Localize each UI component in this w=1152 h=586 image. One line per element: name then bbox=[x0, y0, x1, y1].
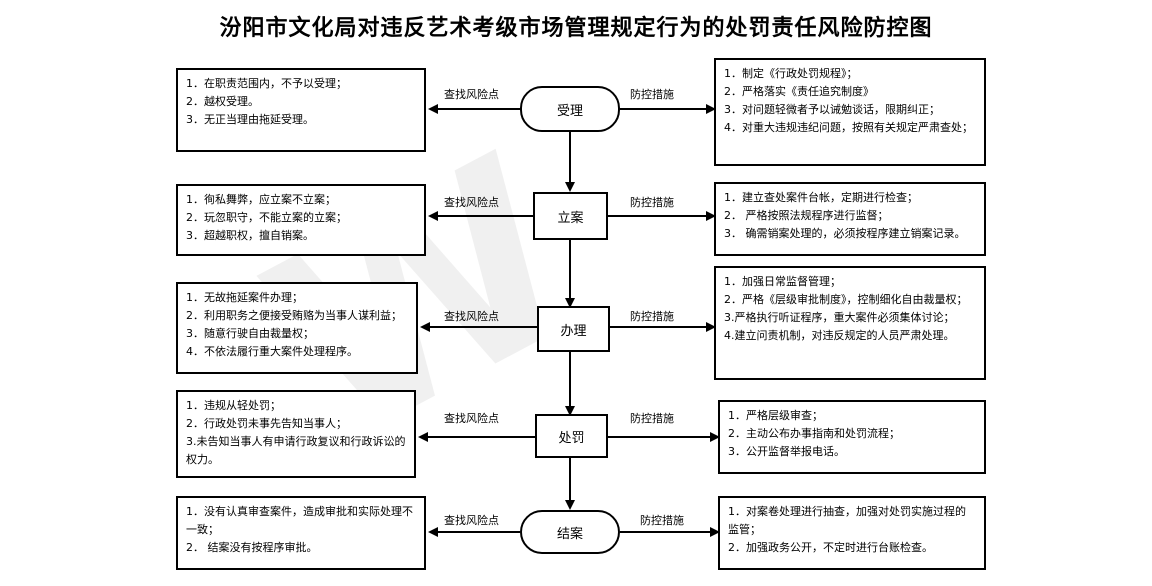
control-box-4: 1．严格层级审查； 2．主动公布办事指南和处罚流程； 3．公开监督举报电话。 bbox=[718, 400, 986, 474]
control-item: 2．加强政务公开，不定时进行台账检查。 bbox=[728, 541, 933, 554]
risk-item: 2．越权受理。 bbox=[186, 95, 259, 108]
risk-item: 1．没有认真审查案件，造成审批和实际处理不一致； bbox=[186, 505, 413, 536]
control-item: 3． 确需销案处理的，必须按程序建立销案记录。 bbox=[724, 227, 966, 240]
control-item: 1．制定《行政处罚规程》； bbox=[724, 67, 858, 80]
risk-box-1: 1．在职责范围内，不予以受理； 2．越权受理。 3．无正当理由拖延受理。 bbox=[176, 68, 426, 152]
risk-box-5: 1．没有认真审查案件，造成审批和实际处理不一致； 2． 结案没有按程序审批。 bbox=[176, 496, 426, 570]
control-item: 2．主动公布办事指南和处罚流程； bbox=[728, 427, 900, 440]
risk-item: 2．行政处罚未事先告知当事人； bbox=[186, 417, 347, 430]
risk-item: 3．无正当理由拖延受理。 bbox=[186, 113, 314, 126]
control-item: 2． 严格按照法规程序进行监督； bbox=[724, 209, 889, 222]
control-box-2: 1．建立查处案件台帐，定期进行检查； 2． 严格按照法规程序进行监督； 3． 确… bbox=[714, 182, 986, 256]
risk-item: 1．违规从轻处罚； bbox=[186, 399, 281, 412]
risk-item: 2． 结案没有按程序审批。 bbox=[186, 541, 318, 554]
control-box-1: 1．制定《行政处罚规程》； 2．严格落实《责任追究制度》 3．对问题轻微者予以诫… bbox=[714, 58, 986, 166]
control-item: 2．严格落实《责任追究制度》 bbox=[724, 85, 874, 98]
control-item: 1．建立查处案件台帐，定期进行检查； bbox=[724, 191, 918, 204]
control-item: 4．对重大违规违纪问题，按照有关规定严肃查处； bbox=[724, 121, 973, 134]
risk-label-2: 查找风险点 bbox=[444, 196, 499, 209]
risk-item: 4．不依法履行重大案件处理程序。 bbox=[186, 345, 358, 358]
risk-label-1: 查找风险点 bbox=[444, 88, 499, 101]
page-title: 汾阳市文化局对违反艺术考级市场管理规定行为的处罚责任风险防控图 bbox=[219, 15, 933, 41]
step-accept: 受理 bbox=[520, 86, 620, 132]
control-label-1: 防控措施 bbox=[630, 88, 674, 101]
risk-item: 2．玩忽职守，不能立案的立案； bbox=[186, 211, 347, 224]
step-penalty: 处罚 bbox=[535, 414, 608, 458]
control-label-4: 防控措施 bbox=[630, 412, 674, 425]
control-box-3: 1．加强日常监督管理； 2．严格《层级审批制度》，控制细化自由裁量权； 3.严格… bbox=[714, 266, 986, 380]
control-item: 3．公开监督举报电话。 bbox=[728, 445, 845, 458]
control-label-3: 防控措施 bbox=[630, 310, 674, 323]
risk-item: 1．无故拖延案件办理； bbox=[186, 291, 303, 304]
risk-box-4: 1．违规从轻处罚； 2．行政处罚未事先告知当事人； 3.未告知当事人有申请行政复… bbox=[176, 390, 416, 478]
control-item: 2．严格《层级审批制度》，控制细化自由裁量权； bbox=[724, 293, 968, 306]
control-label-5: 防控措施 bbox=[640, 514, 684, 527]
step-register: 立案 bbox=[533, 192, 608, 240]
control-item: 1．对案卷处理进行抽查，加强对处罚实施过程的监管； bbox=[728, 505, 966, 536]
step-close: 结案 bbox=[520, 510, 620, 554]
control-item: 4.建立问责机制，对违反规定的人员严肃处理。 bbox=[724, 329, 955, 342]
control-item: 1．严格层级审查； bbox=[728, 409, 823, 422]
risk-item: 2．利用职务之便接受贿赂为当事人谋利益； bbox=[186, 309, 402, 322]
risk-label-5: 查找风险点 bbox=[444, 514, 499, 527]
control-item: 1．加强日常监督管理； bbox=[724, 275, 841, 288]
risk-item: 1．徇私舞弊，应立案不立案； bbox=[186, 193, 336, 206]
risk-item: 1．在职责范围内，不予以受理； bbox=[186, 77, 347, 90]
step-handle: 办理 bbox=[537, 306, 610, 352]
risk-item: 3.未告知当事人有申请行政复议和行政诉讼的权力。 bbox=[186, 435, 406, 466]
risk-label-4: 查找风险点 bbox=[444, 412, 499, 425]
control-item: 3.严格执行听证程序，重大案件必须集体讨论； bbox=[724, 311, 955, 324]
risk-box-2: 1．徇私舞弊，应立案不立案； 2．玩忽职守，不能立案的立案； 3．超越职权，擅自… bbox=[176, 184, 426, 256]
control-item: 3．对问题轻微者予以诫勉谈话，限期纠正； bbox=[724, 103, 940, 116]
risk-item: 3．超越职权，擅自销案。 bbox=[186, 229, 314, 242]
control-box-5: 1．对案卷处理进行抽查，加强对处罚实施过程的监管； 2．加强政务公开，不定时进行… bbox=[718, 496, 986, 570]
risk-item: 3．随意行驶自由裁量权； bbox=[186, 327, 314, 340]
risk-box-3: 1．无故拖延案件办理； 2．利用职务之便接受贿赂为当事人谋利益； 3．随意行驶自… bbox=[176, 282, 418, 374]
risk-label-3: 查找风险点 bbox=[444, 310, 499, 323]
control-label-2: 防控措施 bbox=[630, 196, 674, 209]
